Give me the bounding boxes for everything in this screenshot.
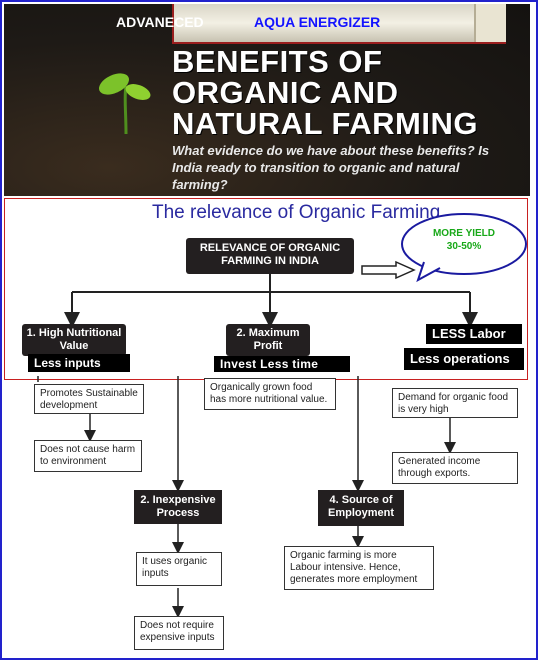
title-line-3: NATURAL FARMING xyxy=(172,106,478,141)
box-no-harm-environment: Does not cause harm to environment xyxy=(34,440,142,472)
sprout-icon xyxy=(99,73,151,135)
box-labour-intensive: Organic farming is more Labour intensive… xyxy=(284,546,434,590)
section-title: The relevance of Organic Farming xyxy=(152,202,441,223)
box-demand-high: Demand for organic food is very high xyxy=(392,388,518,418)
node-inexpensive-process: 2. Inexpensive Process xyxy=(134,490,222,524)
title-line-2: ORGANIC AND xyxy=(172,75,399,110)
brand-left: ADVANECED xyxy=(116,14,204,30)
box-no-expensive-inputs: Does not require expensive inputs xyxy=(134,616,224,650)
node-high-nutritional-value: 1. High Nutritional Value xyxy=(22,324,126,356)
brand-right: AQUA ENERGIZER xyxy=(254,14,381,30)
content: ADVANECED AQUA ENERGIZER BENEFITS OF ORG… xyxy=(4,4,530,656)
node-maximum-profit: 2. Maximum Profit xyxy=(226,324,310,356)
box-income-exports: Generated income through exports. xyxy=(392,452,518,484)
banner: ADVANECED AQUA ENERGIZER BENEFITS OF ORG… xyxy=(4,4,530,196)
tube-end-cap xyxy=(474,4,506,42)
box-sustainable-development: Promotes Sustainable development xyxy=(34,384,144,414)
overlay-less-operations: Less operations xyxy=(404,348,524,370)
bubble-line-2: 30-50% xyxy=(446,241,482,252)
bubble-line-1: MORE YIELD xyxy=(432,228,496,239)
yield-bubble: MORE YIELD 30-50% xyxy=(414,227,514,253)
box-more-nutritional-value: Organically grown food has more nutritio… xyxy=(204,378,336,410)
connector-lines xyxy=(37,213,527,618)
overlay-less-inputs: Less inputs xyxy=(28,354,130,372)
overlay-invest-less-time: Invest Less time xyxy=(214,356,350,372)
node-source-of-employment: 4. Source of Employment xyxy=(318,490,404,526)
title-line-1: BENEFITS OF xyxy=(172,44,383,79)
banner-title: BENEFITS OF ORGANIC AND NATURAL FARMING xyxy=(172,46,522,139)
banner-subtitle: What evidence do we have about these ben… xyxy=(172,143,490,192)
energizer-tube-image xyxy=(172,4,506,44)
root-node: RELEVANCE OF ORGANIC FARMING IN INDIA xyxy=(186,238,354,274)
overlay-less-labor: LESS Labor xyxy=(426,324,522,344)
box-uses-organic-inputs: It uses organic inputs xyxy=(136,552,222,586)
